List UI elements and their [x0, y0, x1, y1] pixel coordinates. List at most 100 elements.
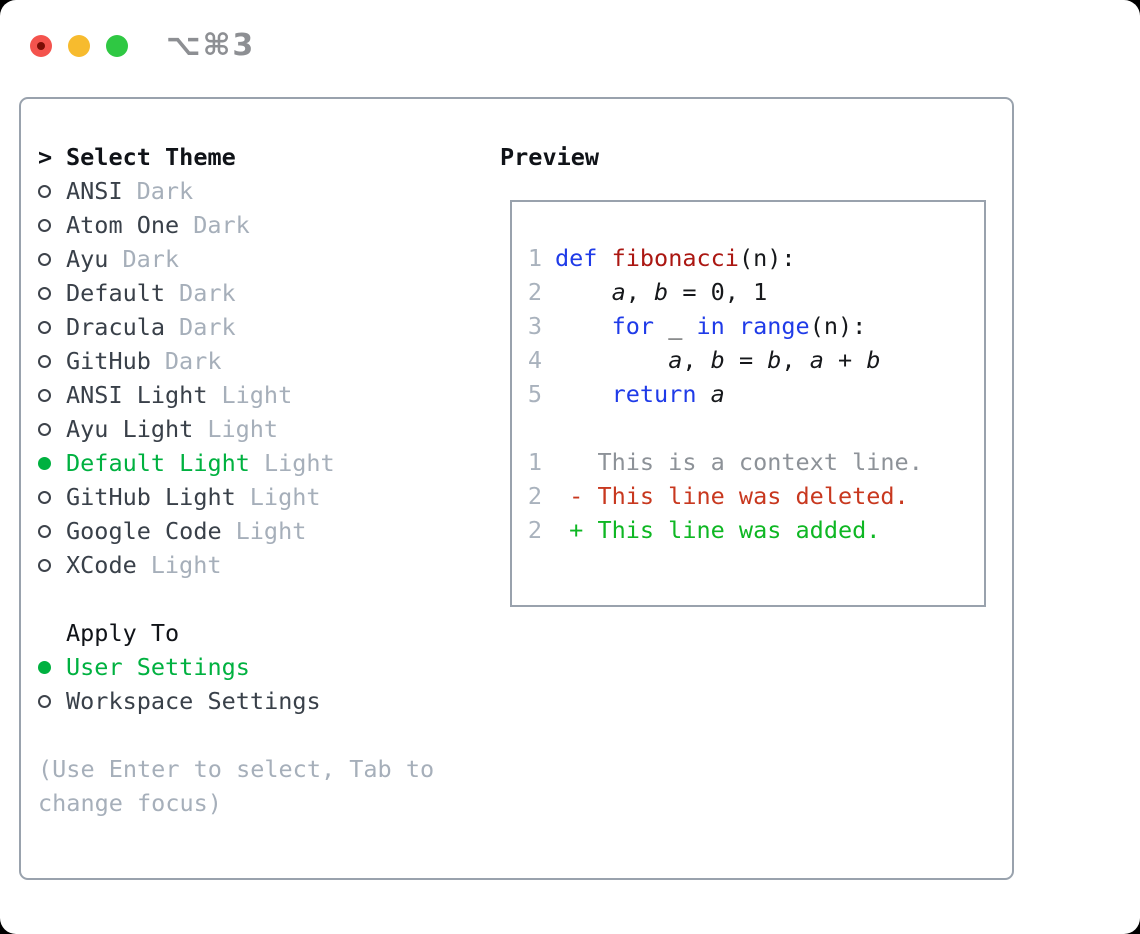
zoom-button[interactable] [106, 34, 128, 57]
theme-list-header: > Select Theme [38, 140, 434, 174]
theme-picker-panel: > Select Theme ANSI Dark Atom One Dark A… [19, 97, 1014, 880]
theme-option-default-light[interactable]: Default Light Light [38, 446, 434, 480]
code-line: 4 a, b = b, a + b [527, 343, 984, 377]
code-token: b [654, 278, 669, 306]
theme-option-github-dark[interactable]: GitHub Dark [38, 344, 434, 378]
code-token [696, 380, 710, 408]
theme-option-ansi-dark[interactable]: ANSI Dark [38, 174, 434, 208]
theme-variant: Light [235, 517, 307, 545]
theme-list-title: Select Theme [66, 143, 236, 171]
code-token: a [710, 380, 725, 408]
code-token: range [738, 312, 810, 340]
line-number: 1 [527, 448, 542, 476]
radio-unselected-icon [38, 184, 66, 198]
theme-variant: Light [249, 483, 321, 511]
code-token [725, 312, 739, 340]
theme-variant: Dark [136, 177, 194, 205]
theme-variant: Dark [193, 211, 250, 239]
theme-variant: Light [207, 415, 279, 443]
radio-unselected-icon [38, 558, 66, 572]
theme-option-default-dark[interactable]: Default Dark [38, 276, 434, 310]
close-button[interactable] [30, 34, 52, 57]
code-token: b [710, 346, 725, 374]
theme-option-atom-one-dark[interactable]: Atom One Dark [38, 208, 434, 242]
theme-option-ansi-light[interactable]: ANSI Light Light [38, 378, 434, 412]
theme-option-ayu-dark[interactable]: Ayu Dark [38, 242, 434, 276]
code-token: a [809, 346, 824, 374]
apply-option-user-settings[interactable]: User Settings [38, 650, 434, 684]
code-token: in [696, 312, 725, 340]
code-token: + This line was added. [555, 516, 881, 544]
code-token [555, 380, 612, 408]
code-token: (n): [738, 244, 796, 272]
spacer [38, 718, 434, 752]
radio-selected-icon [38, 456, 66, 470]
code-token: , [781, 346, 810, 374]
theme-name: Dracula [66, 313, 166, 341]
minimize-button[interactable] [68, 34, 90, 57]
theme-option-ayu-light[interactable]: Ayu Light Light [38, 412, 434, 446]
code-token [597, 244, 611, 272]
theme-variant: Dark [122, 245, 180, 273]
apply-option-workspace-settings[interactable]: Workspace Settings [38, 684, 434, 718]
spacer [38, 582, 434, 616]
radio-unselected-icon [38, 252, 66, 266]
code-line [527, 411, 984, 445]
radio-unselected-icon [38, 490, 66, 504]
radio-selected-icon [38, 660, 66, 674]
cursor-marker-icon: > [38, 143, 53, 171]
radio-unselected-icon [38, 694, 66, 708]
theme-name: Ayu Light [66, 415, 194, 443]
theme-option-github-light[interactable]: GitHub Light Light [38, 480, 434, 514]
theme-name: Atom One [66, 211, 180, 239]
theme-variant: Dark [179, 279, 236, 307]
preview-title: Preview [500, 143, 600, 171]
line-number: 4 [527, 346, 542, 374]
line-number: 2 [527, 516, 542, 544]
theme-variant: Light [221, 381, 293, 409]
radio-unselected-icon [38, 524, 66, 538]
code-token [555, 312, 612, 340]
theme-option-google-code-light[interactable]: Google Code Light [38, 514, 434, 548]
code-token: This is a context line. [555, 448, 923, 476]
code-token: for [611, 312, 655, 340]
theme-option-xcode-light[interactable]: XCode Light [38, 548, 434, 582]
hint-line-2: change focus) [38, 789, 222, 817]
code-token: b [767, 346, 782, 374]
code-token: fibonacci [611, 244, 739, 272]
code-token: = [724, 346, 768, 374]
theme-variant: Dark [179, 313, 236, 341]
line-number: 2 [527, 278, 542, 306]
code-token: = 0, 1 [668, 278, 768, 306]
radio-unselected-icon [38, 286, 66, 300]
radio-unselected-icon [38, 388, 66, 402]
apply-to-title: Apply To [66, 619, 180, 647]
theme-list: > Select Theme ANSI Dark Atom One Dark A… [38, 140, 434, 820]
code-token: def [555, 244, 598, 272]
code-token: _ [654, 312, 697, 340]
line-number: 5 [527, 380, 542, 408]
code-token: (n): [809, 312, 867, 340]
code-token [555, 346, 668, 374]
theme-name: Google Code [66, 517, 222, 545]
code-token: return [611, 380, 697, 408]
hint-line-1: (Use Enter to select, Tab to [38, 755, 435, 783]
code-token: + [823, 346, 867, 374]
code-token: - This line was deleted. [555, 482, 909, 510]
radio-unselected-icon [38, 422, 66, 436]
line-number: 2 [527, 482, 542, 510]
code-token: b [866, 346, 881, 374]
theme-name: ANSI Light [66, 381, 208, 409]
theme-name: XCode [66, 551, 137, 579]
code-line: 2 - This line was deleted. [527, 479, 984, 513]
theme-option-dracula-dark[interactable]: Dracula Dark [38, 310, 434, 344]
apply-option-label: Workspace Settings [66, 687, 321, 715]
window-title: ⌥⌘3 [166, 28, 256, 63]
theme-name: Default Light [66, 449, 250, 477]
code-line: 2 + This line was added. [527, 513, 984, 547]
code-line: 5 return a [527, 377, 984, 411]
